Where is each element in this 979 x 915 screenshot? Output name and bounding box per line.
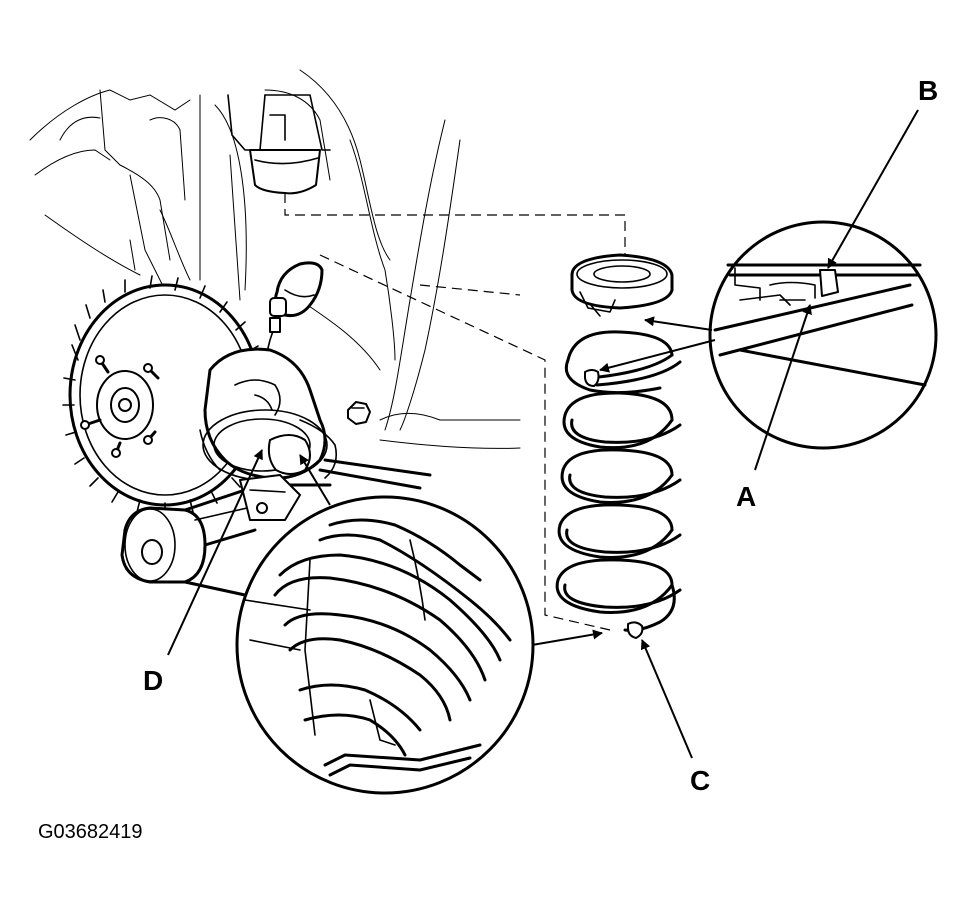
callout-d-label: D bbox=[143, 665, 163, 696]
upper-spring-insulator bbox=[570, 253, 674, 317]
figure-id: G03682419 bbox=[38, 821, 143, 843]
brake-drum-hub bbox=[62, 275, 271, 516]
body-frame-outline bbox=[29, 69, 521, 449]
upper-mount-bracket bbox=[227, 94, 331, 195]
callout-b-label: B bbox=[918, 75, 938, 106]
trailing-arm bbox=[120, 474, 332, 597]
leader-arrows bbox=[167, 109, 919, 759]
nut bbox=[347, 401, 371, 425]
alignment-guides bbox=[284, 193, 626, 631]
callout-c-label: C bbox=[690, 765, 710, 796]
callout-a-label: A bbox=[736, 481, 756, 512]
bump-stop bbox=[264, 261, 324, 361]
detail-inset-spring-seat bbox=[235, 495, 535, 795]
lower-arm-spring-seat bbox=[199, 347, 432, 490]
coil-spring bbox=[555, 330, 682, 639]
detail-inset-insulator-tab bbox=[708, 220, 938, 450]
